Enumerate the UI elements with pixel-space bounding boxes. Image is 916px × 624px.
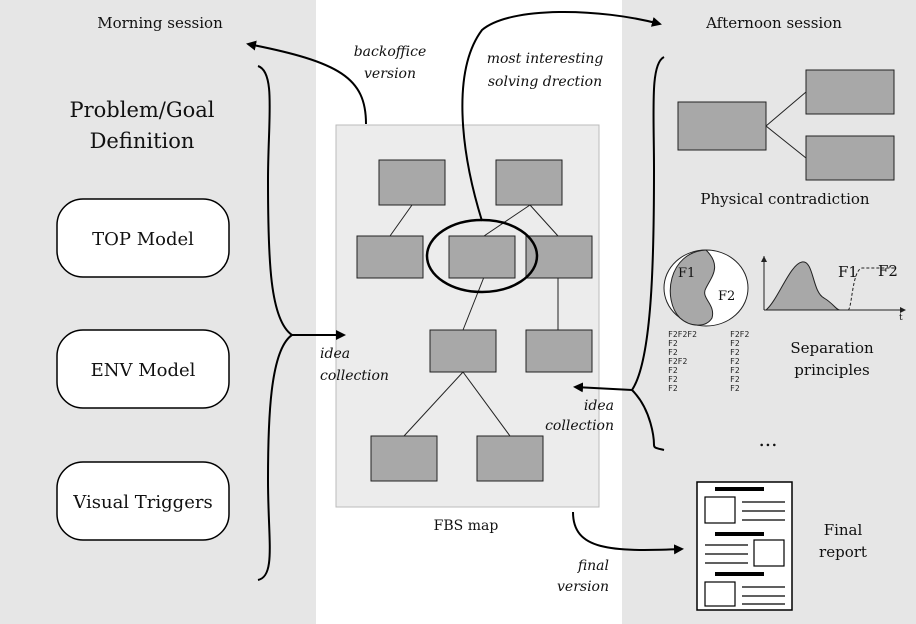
fbs-node: [525, 329, 593, 373]
afternoon-brace: [630, 56, 665, 451]
interesting-line2: solving drection: [488, 74, 602, 90]
fbs-link: [462, 276, 485, 331]
fbs-node: [356, 235, 424, 279]
graph-y-arrow: [761, 256, 767, 262]
idea-left-line1: idea: [320, 346, 350, 362]
matrix-cell: F2: [668, 375, 678, 384]
visual-triggers-box: [56, 461, 230, 541]
idea-collection-right-arrow: [573, 382, 633, 393]
contradiction-link: [765, 91, 807, 127]
final-report-document-icon: [696, 481, 793, 611]
fbs-node: [370, 435, 438, 482]
fbs-link: [462, 371, 511, 437]
contradiction-target-box: [805, 135, 895, 181]
afternoon-session-title: Afternoon session: [705, 14, 842, 32]
physical-contradiction-label: Physical contradiction: [700, 190, 870, 208]
ellipse-f1: F1: [678, 266, 695, 281]
graph-f2-curve: [847, 267, 896, 311]
problem-goal-line2: Definition: [90, 129, 195, 153]
matrix-cell: F2: [730, 366, 740, 375]
idea-right-line1: idea: [584, 398, 614, 414]
final-report-line1: Final: [824, 521, 863, 539]
fbs-map-label: FBS map: [434, 518, 499, 534]
matrix-cell: F2F2: [668, 357, 687, 366]
fbs-link: [403, 371, 464, 437]
more-ellipsis: ...: [758, 427, 777, 451]
fbs-link: [389, 204, 413, 237]
matrix-cell: F2: [668, 339, 678, 348]
fbs-link: [529, 204, 559, 237]
matrix-cell: F2: [730, 357, 740, 366]
fbs-node: [378, 159, 446, 206]
graph-x-arrow: [900, 307, 906, 313]
matrix-cell: F2: [668, 348, 678, 357]
fbs-node: [525, 235, 593, 279]
fbs-node: [429, 329, 497, 373]
graph-t-label: t: [899, 313, 903, 323]
final-line1: final: [577, 558, 609, 574]
matrix-cell: F2: [730, 375, 740, 384]
separation-line1: Separation: [790, 339, 874, 357]
separation-line2: principles: [794, 361, 869, 379]
backoffice-line2: version: [364, 66, 416, 82]
graph-f1-area: [764, 261, 841, 311]
ellipse-f2: F2: [718, 289, 735, 304]
backoffice-line1: backoffice: [354, 44, 427, 60]
top-model-label: TOP Model: [92, 229, 194, 250]
idea-left-line2: collection: [320, 368, 389, 384]
visual-triggers-label: Visual Triggers: [72, 492, 212, 513]
matrix-cell: F2: [730, 348, 740, 357]
matrix-cell: F2: [730, 384, 740, 393]
idea-right-line2: collection: [545, 418, 614, 434]
morning-brace: [257, 65, 294, 581]
matrix-cell: F2: [730, 339, 740, 348]
separation-matrix: F2F2F2 F2F2 F2 F2 F2 F2 F2F2 F2 F2 F2 F2…: [668, 330, 749, 393]
final-version-arrow: [572, 511, 684, 555]
graph-f1: F1: [838, 263, 858, 281]
matrix-cell: F2F2F2: [668, 330, 697, 339]
env-model-label: ENV Model: [91, 360, 196, 381]
interesting-line1: most interesting: [487, 51, 604, 67]
matrix-cell: F2: [668, 384, 678, 393]
final-line2: version: [557, 579, 609, 595]
separation-ellipse-fill: [669, 249, 716, 326]
final-report-line2: report: [819, 543, 867, 561]
matrix-cell: F2: [668, 366, 678, 375]
contradiction-source-box: [677, 101, 767, 151]
contradiction-link: [765, 125, 807, 159]
interesting-direction-arrow: [461, 11, 662, 222]
morning-session-title: Morning session: [97, 14, 223, 32]
matrix-cell: F2F2: [730, 330, 749, 339]
graph-f2: F2: [878, 262, 898, 280]
backoffice-arrow: [246, 40, 367, 125]
env-model-box: [56, 329, 230, 409]
fbs-node: [476, 435, 544, 482]
top-model-box: [56, 198, 230, 278]
contradiction-target-box: [805, 69, 895, 115]
fbs-node: [448, 235, 516, 279]
problem-goal-line1: Problem/Goal: [69, 98, 214, 122]
fbs-node: [495, 159, 563, 206]
fbs-link: [483, 204, 531, 237]
